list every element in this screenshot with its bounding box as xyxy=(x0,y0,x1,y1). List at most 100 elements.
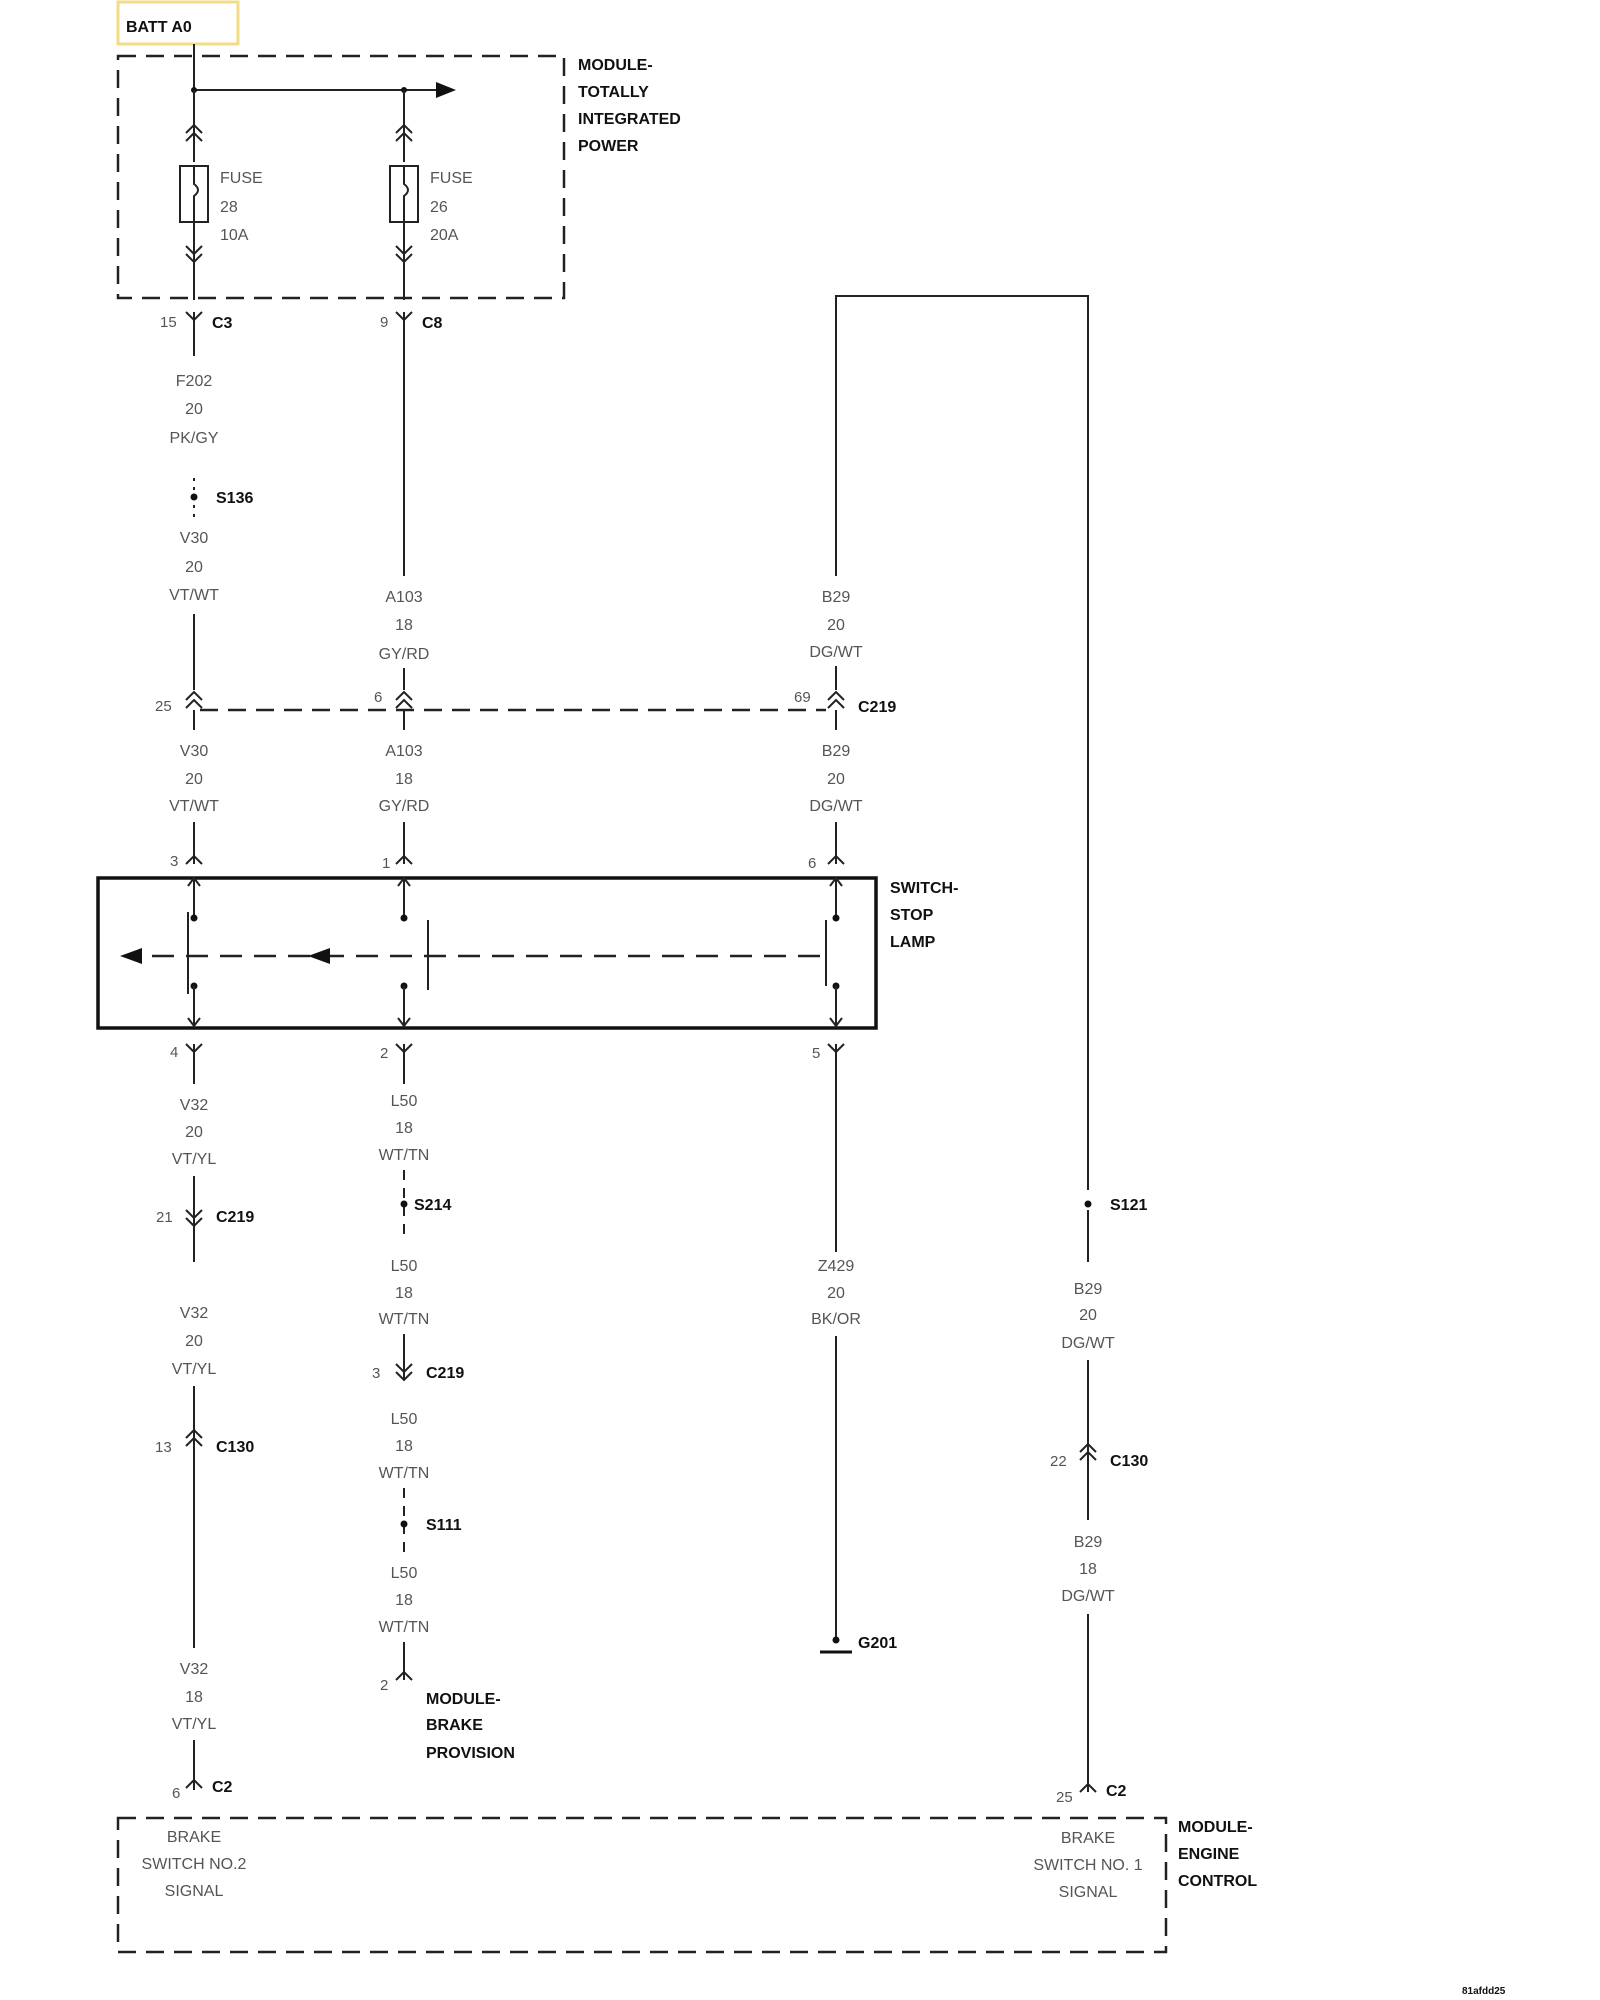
ecm-sig1-line2: SWITCH NO. 1 xyxy=(1033,1857,1142,1874)
c130right-pin: 22 xyxy=(1050,1453,1067,1470)
fuse28-number: 28 xyxy=(220,199,238,216)
s121-splice-dot xyxy=(1084,1200,1092,1208)
ecm-sig2-line1: BRAKE xyxy=(167,1829,221,1846)
l50d-gauge: 18 xyxy=(395,1592,413,1609)
switch-pin-out-left: 4 xyxy=(170,1044,178,1061)
brake-provision-line1: MODULE- xyxy=(426,1691,501,1708)
z429-color: BK/OR xyxy=(811,1311,861,1328)
s214-splice-dot xyxy=(400,1200,408,1208)
c219left-name: C219 xyxy=(216,1209,254,1226)
f202-color: PK/GY xyxy=(170,430,219,447)
tipm-line3: INTEGRATED xyxy=(578,111,681,128)
batt-label: BATT A0 xyxy=(126,19,192,36)
c8-pin: 9 xyxy=(380,314,388,331)
b29d-color: DG/WT xyxy=(1061,1588,1115,1605)
b29a-circuit: B29 xyxy=(822,589,851,606)
switch-line1: SWITCH- xyxy=(890,880,958,897)
switch-pin-out-right: 5 xyxy=(812,1045,820,1062)
a103b-color: GY/RD xyxy=(379,798,430,815)
s136-name: S136 xyxy=(216,490,253,507)
v30b-color: VT/WT xyxy=(169,798,219,815)
l50c-circuit: L50 xyxy=(391,1411,418,1428)
c130left-name: C130 xyxy=(216,1439,254,1456)
ecm-line1: MODULE- xyxy=(1178,1819,1253,1836)
ecm-sig2-line2: SWITCH NO.2 xyxy=(142,1856,247,1873)
c2left-name: C2 xyxy=(212,1779,233,1796)
ecm-sig1-line3: SIGNAL xyxy=(1059,1884,1118,1901)
v30b-circuit: V30 xyxy=(180,743,209,760)
v32b-gauge: 20 xyxy=(185,1333,203,1350)
s111-name: S111 xyxy=(426,1517,462,1534)
switch-contacts xyxy=(120,876,843,1028)
switch-line2: STOP xyxy=(890,907,934,924)
l50a-color: WT/TN xyxy=(379,1147,430,1164)
fuse26-rating: 20A xyxy=(430,227,459,244)
fuse26-number: 26 xyxy=(430,199,448,216)
c2left-pin: 6 xyxy=(172,1785,180,1802)
v32b-color: VT/YL xyxy=(172,1361,217,1378)
v32a-circuit: V32 xyxy=(180,1097,209,1114)
ecm-sig2-line3: SIGNAL xyxy=(165,1883,224,1900)
tipm-line2: TOTALLY xyxy=(578,84,649,101)
v30a-color: VT/WT xyxy=(169,587,219,604)
b29c-color: DG/WT xyxy=(1061,1335,1115,1352)
b29c-circuit: B29 xyxy=(1074,1281,1103,1298)
a103a-gauge: 18 xyxy=(395,617,413,634)
fuse28-element-icon xyxy=(193,166,199,222)
bus-arrow-icon xyxy=(436,82,456,98)
c219top-pin-mid: 6 xyxy=(374,689,382,706)
b29d-circuit: B29 xyxy=(1074,1534,1103,1551)
ecm-line3: CONTROL xyxy=(1178,1873,1257,1890)
brake-provision-line2: BRAKE xyxy=(426,1717,483,1734)
l50a-gauge: 18 xyxy=(395,1120,413,1137)
fuse28-label: FUSE xyxy=(220,170,263,187)
v30a-gauge: 20 xyxy=(185,559,203,576)
f202-gauge: 20 xyxy=(185,401,203,418)
s214-name: S214 xyxy=(414,1197,451,1214)
fuse28-rating: 10A xyxy=(220,227,249,244)
b29-loop-wire xyxy=(835,295,1089,1190)
document-id: 81afdd25 xyxy=(1462,1986,1506,1997)
fuse26-label: FUSE xyxy=(430,170,473,187)
l50d-circuit: L50 xyxy=(391,1565,418,1582)
c130right-name: C130 xyxy=(1110,1453,1148,1470)
b29b-color: DG/WT xyxy=(809,798,863,815)
brake-provision-line3: PROVISION xyxy=(426,1745,515,1762)
z429-gauge: 20 xyxy=(827,1285,845,1302)
c2right-name: C2 xyxy=(1106,1783,1127,1800)
brake-provision-pin: 2 xyxy=(380,1677,388,1694)
switch-pin-in-mid: 1 xyxy=(382,855,390,872)
l50a-circuit: L50 xyxy=(391,1093,418,1110)
c219top-pin-right: 69 xyxy=(794,689,811,706)
c219-connector-icon xyxy=(185,691,203,709)
v30a-circuit: V30 xyxy=(180,530,209,547)
tipm-line4: POWER xyxy=(578,138,639,155)
ecm-line2: ENGINE xyxy=(1178,1846,1240,1863)
z429-circuit: Z429 xyxy=(818,1258,855,1275)
v32c-gauge: 18 xyxy=(185,1689,203,1706)
l50b-gauge: 18 xyxy=(395,1285,413,1302)
c3-pin: 15 xyxy=(160,314,177,331)
switch-pin-in-left: 3 xyxy=(170,853,178,870)
stop-lamp-switch-box xyxy=(96,876,878,1030)
v32c-circuit: V32 xyxy=(180,1661,209,1678)
c219-connector-icon xyxy=(395,691,413,709)
b29c-gauge: 20 xyxy=(1079,1307,1097,1324)
a103a-circuit: A103 xyxy=(385,589,422,606)
switch-line3: LAMP xyxy=(890,934,936,951)
l50c-color: WT/TN xyxy=(379,1465,430,1482)
a103a-color: GY/RD xyxy=(379,646,430,663)
c8-name: C8 xyxy=(422,315,443,332)
s121-name: S121 xyxy=(1110,1197,1147,1214)
switch-pin-in-right: 6 xyxy=(808,855,816,872)
tipm-module-outline xyxy=(116,54,566,300)
s136-splice-dot xyxy=(190,493,198,501)
b29b-gauge: 20 xyxy=(827,771,845,788)
c130left-pin: 13 xyxy=(155,1439,172,1456)
c219-connector-icon xyxy=(827,691,845,709)
b29a-color: DG/WT xyxy=(809,644,863,661)
c219mid-pin: 3 xyxy=(372,1365,380,1382)
ecm-module-outline xyxy=(116,1816,1168,1954)
c2right-pin: 25 xyxy=(1056,1789,1073,1806)
